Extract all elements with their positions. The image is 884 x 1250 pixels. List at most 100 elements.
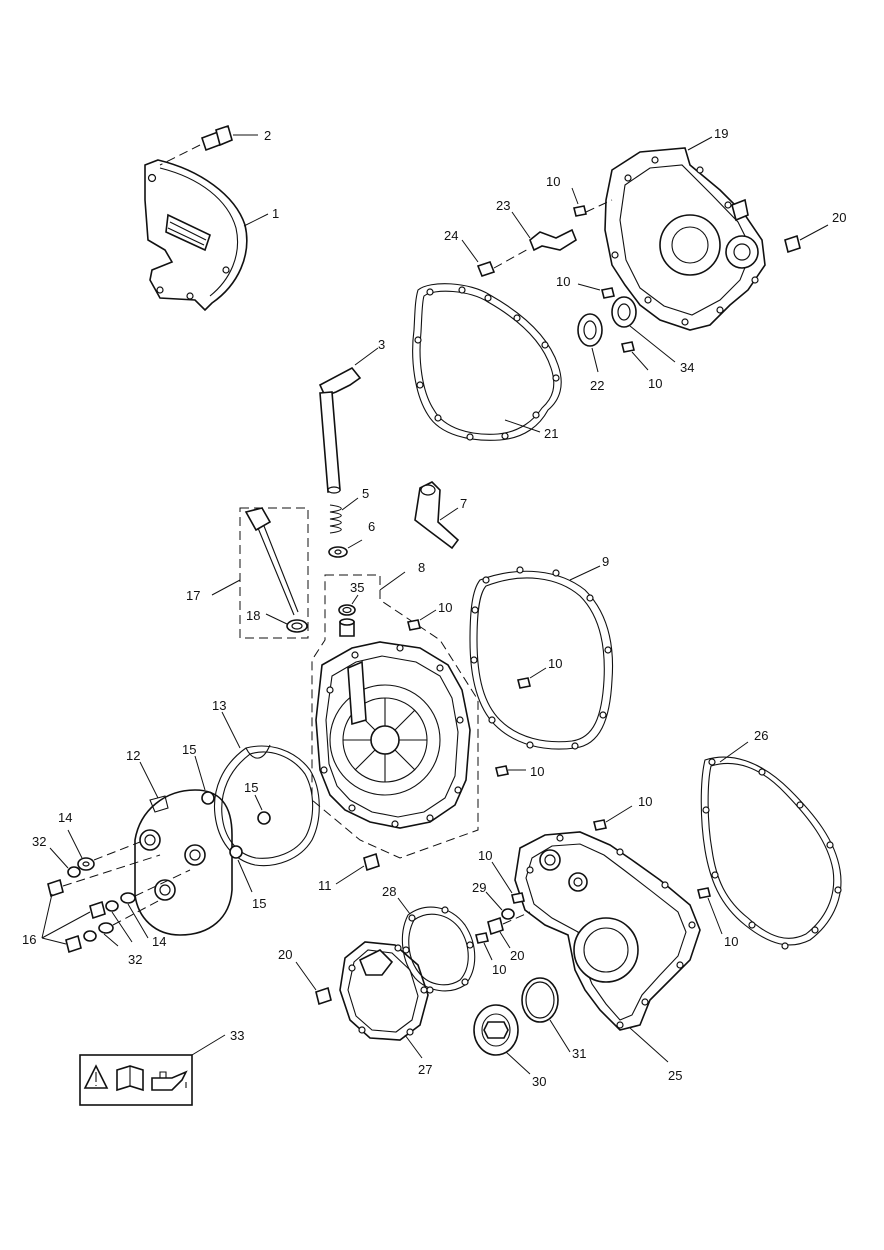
callout-2: 2 — [264, 128, 271, 143]
callout-11: 11 — [318, 878, 332, 893]
part-10-dowel-25d — [475, 932, 493, 961]
part-2-bolt — [159, 124, 258, 166]
part-32-washer-a — [49, 847, 81, 878]
part-25-generator-cover — [514, 831, 701, 1063]
part-12-cover-plate — [134, 761, 233, 936]
part-7-bracket — [414, 481, 460, 550]
callout-20-c: 20 — [510, 948, 524, 963]
callout-labels: 2 1 19 10 23 24 20 10 3 34 22 10 21 5 7 … — [22, 126, 846, 1089]
callout-9: 9 — [602, 554, 609, 569]
callout-21: 21 — [544, 426, 558, 441]
part-10-dowel-25b — [491, 861, 525, 904]
oil-can-icon — [151, 1070, 188, 1091]
callout-10-i: 10 — [724, 934, 738, 949]
part-1-sprocket-cover — [144, 159, 248, 312]
callout-20-b: 20 — [278, 947, 292, 962]
callout-17: 17 — [186, 588, 200, 603]
callout-23: 23 — [496, 198, 510, 213]
callout-24: 24 — [444, 228, 458, 243]
part-14-washer-a — [67, 829, 141, 871]
callout-25: 25 — [668, 1068, 682, 1083]
callout-30: 30 — [532, 1074, 546, 1089]
callout-7: 7 — [460, 496, 467, 511]
part-17-dipstick — [211, 507, 309, 639]
callout-10-a: 10 — [546, 174, 560, 189]
callout-10-b: 10 — [556, 274, 570, 289]
part-15-grommet-b — [254, 794, 271, 825]
part-5-spring — [329, 497, 359, 534]
part-20-bolt-mid — [487, 911, 531, 949]
callout-13: 13 — [212, 698, 226, 713]
part-20-bolt-lower — [295, 961, 332, 1006]
callout-29: 29 — [472, 880, 486, 895]
callout-1: 1 — [272, 206, 279, 221]
callout-19: 19 — [714, 126, 728, 141]
part-31-o-ring — [521, 977, 571, 1053]
part-27-cover — [339, 941, 429, 1059]
part-11-bolt — [335, 852, 380, 885]
part-6-washer — [328, 539, 363, 558]
callout-34: 34 — [680, 360, 694, 375]
part-10-dowel-upper-c — [621, 341, 649, 371]
callout-18: 18 — [246, 608, 260, 623]
callout-10-j: 10 — [492, 962, 506, 977]
part-24-bolt — [461, 239, 531, 277]
part-16-bolt-a — [47, 854, 161, 898]
callout-35: 35 — [350, 580, 364, 595]
callout-10-c: 10 — [648, 376, 662, 391]
part-10-dowel-25c — [697, 887, 723, 935]
part-16-bolt-c — [65, 899, 161, 954]
callout-32-a: 32 — [32, 834, 46, 849]
callout-10-e: 10 — [548, 656, 562, 671]
callout-28: 28 — [382, 884, 396, 899]
part-10-dowel-upper-a — [571, 187, 613, 217]
callout-5: 5 — [362, 486, 369, 501]
part-10-dowel-8c — [495, 765, 526, 777]
part-18-o-ring — [265, 613, 308, 633]
part-23-breather-pipe — [511, 211, 577, 252]
callout-32-b: 32 — [128, 952, 142, 967]
callout-8: 8 — [418, 560, 425, 575]
callout-14-a: 14 — [58, 810, 72, 825]
part-33-warning-label — [79, 1034, 226, 1106]
callout-15-c: 15 — [252, 896, 266, 911]
callout-22: 22 — [590, 378, 604, 393]
part-3-gear-shaft — [318, 347, 379, 494]
callout-10-h: 10 — [478, 848, 492, 863]
part-30-plug — [473, 1004, 531, 1075]
callout-14-b: 14 — [152, 934, 166, 949]
callout-27: 27 — [418, 1062, 432, 1077]
part-35-seal — [338, 594, 359, 637]
part-26-gasket — [700, 741, 842, 950]
part-15-grommet-a — [194, 755, 215, 805]
callout-31: 31 — [572, 1046, 586, 1061]
callout-20-a: 20 — [832, 210, 846, 225]
callout-10-d: 10 — [438, 600, 452, 615]
part-22-seal — [577, 313, 603, 373]
part-34-seal — [611, 296, 676, 363]
callout-12: 12 — [126, 748, 140, 763]
callout-6: 6 — [368, 519, 375, 534]
callout-26: 26 — [754, 728, 768, 743]
callout-15-a: 15 — [182, 742, 196, 757]
part-28-gasket — [397, 897, 476, 994]
leader-16-group — [41, 893, 149, 947]
part-10-dowel-upper-b — [577, 283, 615, 299]
callout-10-g: 10 — [638, 794, 652, 809]
callout-16: 16 — [22, 932, 36, 947]
part-10-dowel-8a — [407, 609, 437, 631]
callout-10-f: 10 — [530, 764, 544, 779]
part-9-gasket — [469, 565, 614, 750]
callout-33: 33 — [230, 1028, 244, 1043]
part-8-cover-assembly — [311, 571, 479, 859]
part-15-grommet-c — [229, 845, 253, 893]
callout-3: 3 — [378, 337, 385, 352]
part-13-ring — [213, 711, 320, 867]
part-20-bolt-upper — [784, 224, 829, 254]
part-10-dowel-8b — [517, 667, 547, 689]
callout-15-b: 15 — [244, 780, 258, 795]
part-19-cover — [604, 136, 766, 331]
part-16-bolt-b — [89, 869, 191, 920]
part-29-washer — [485, 891, 515, 920]
